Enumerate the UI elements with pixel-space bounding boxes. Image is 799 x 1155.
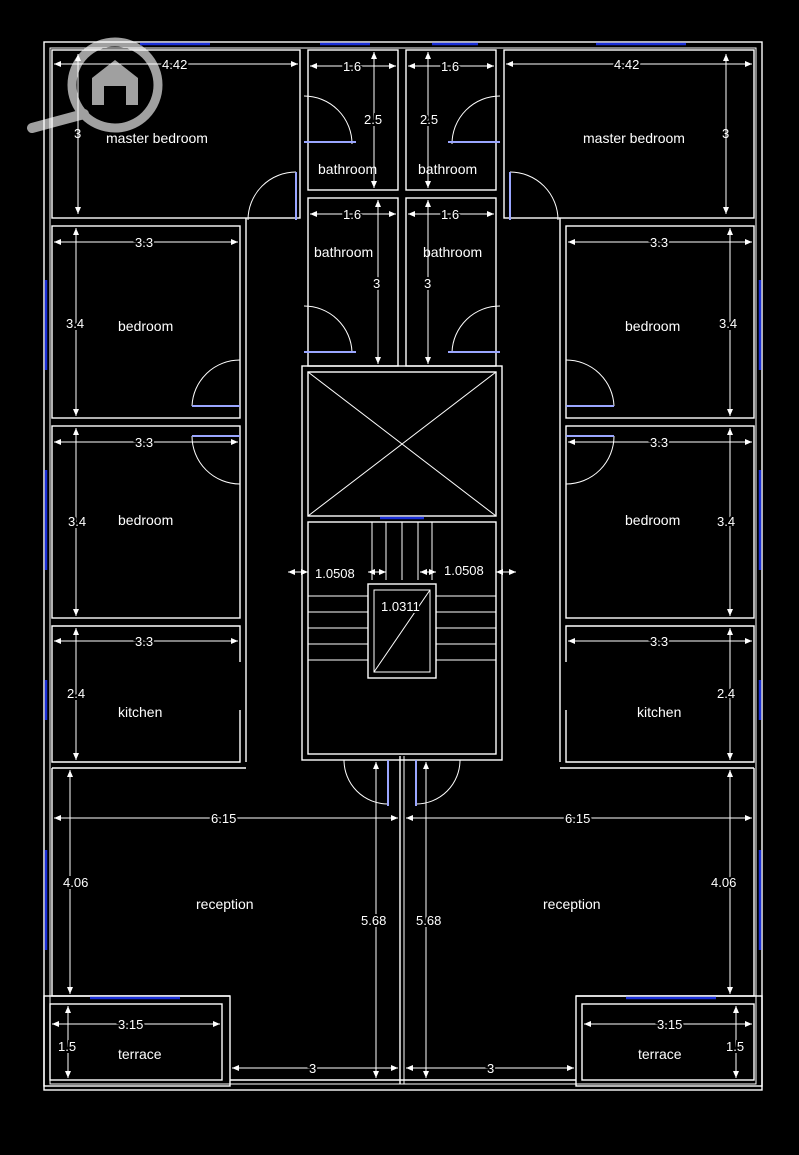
dim-bed2-w-r: 3.3 bbox=[650, 435, 668, 450]
dim-bath-tr-w: 1.6 bbox=[441, 59, 459, 74]
dim-bed2-h-r: 3.4 bbox=[717, 514, 735, 529]
dim-bed1-w-r: 3.3 bbox=[650, 235, 668, 250]
dimension-lines bbox=[52, 52, 752, 1078]
room-label-master-left: master bedroom bbox=[106, 130, 208, 146]
dim-ter-h-l: 1.5 bbox=[58, 1039, 76, 1054]
dim-bath-tl-h: 2.5 bbox=[364, 112, 382, 127]
dim-kit-w-l: 3.3 bbox=[135, 634, 153, 649]
room-label-bed2-right: bedroom bbox=[625, 512, 680, 528]
room-label-bed1-left: bedroom bbox=[118, 318, 173, 334]
room-label-bath-tr: bathroom bbox=[418, 161, 477, 177]
dim-rec-w-r: 6.15 bbox=[565, 811, 590, 826]
dim-rec-h-l: 4.06 bbox=[63, 875, 88, 890]
dim-stair-l: 1.0508 bbox=[315, 566, 355, 581]
room-label-kitchen-right: kitchen bbox=[637, 704, 681, 720]
dim-bed1-w-l: 3.3 bbox=[135, 235, 153, 250]
interior-walls bbox=[43, 49, 763, 1087]
dim-master-h-r: 3 bbox=[722, 126, 729, 141]
outer-walls bbox=[43, 41, 763, 1091]
room-label-bed1-right: bedroom bbox=[625, 318, 680, 334]
dim-rec-w-l: 6.15 bbox=[211, 811, 236, 826]
dim-master-h-l: 3 bbox=[74, 126, 81, 141]
room-label-master-right: master bedroom bbox=[583, 130, 685, 146]
dim-bath-tl-w: 1.6 bbox=[343, 59, 361, 74]
room-label-bath-mr: bathroom bbox=[423, 244, 482, 260]
dim-master-w-l: 4.42 bbox=[162, 57, 187, 72]
dim-rec-h-r: 4.06 bbox=[711, 875, 736, 890]
dim-bath-mr-h: 3 bbox=[424, 276, 431, 291]
room-labels: master bedroom master bedroom bathroom b… bbox=[106, 130, 685, 1062]
dim-bath-mr-w: 1.6 bbox=[441, 207, 459, 222]
room-label-kitchen-left: kitchen bbox=[118, 704, 162, 720]
dim-kit-h-r: 2.4 bbox=[717, 686, 735, 701]
dim-ter-h-r: 1.5 bbox=[726, 1039, 744, 1054]
dim-master-w-r: 4.42 bbox=[614, 57, 639, 72]
dim-bed2-h-l: 3.4 bbox=[68, 514, 86, 529]
room-label-terrace-right: terrace bbox=[638, 1046, 682, 1062]
dim-bed2-w-l: 3.3 bbox=[135, 435, 153, 450]
dimension-values: 4.42 3 4.42 3 1.6 2.5 1.6 2.5 1.6 3 1.6 … bbox=[56, 55, 746, 1078]
room-label-reception-right: reception bbox=[543, 896, 601, 912]
dim-stair-r: 1.0508 bbox=[444, 563, 484, 578]
room-label-bed2-left: bedroom bbox=[118, 512, 173, 528]
doors bbox=[191, 95, 615, 806]
dim-bath-tr-h: 2.5 bbox=[420, 112, 438, 127]
dim-bed1-h-r: 3.4 bbox=[719, 316, 737, 331]
dim-bed1-h-l: 3.4 bbox=[66, 316, 84, 331]
dim-bath-ml-h: 3 bbox=[373, 276, 380, 291]
dim-bath-ml-w: 1.6 bbox=[343, 207, 361, 222]
dim-ter-w-r: 3.15 bbox=[657, 1017, 682, 1032]
dim-gap-r: 3 bbox=[487, 1061, 494, 1076]
dim-kit-h-l: 2.4 bbox=[67, 686, 85, 701]
dim-kit-w-r: 3.3 bbox=[650, 634, 668, 649]
dim-corr-r: 5.68 bbox=[416, 913, 441, 928]
dim-ter-w-l: 3.15 bbox=[118, 1017, 143, 1032]
room-label-bath-tl: bathroom bbox=[318, 161, 377, 177]
windows bbox=[44, 42, 762, 1000]
room-label-reception-left: reception bbox=[196, 896, 254, 912]
room-label-terrace-left: terrace bbox=[118, 1046, 162, 1062]
dim-stair-c: 1.0311 bbox=[381, 599, 420, 614]
dim-corr-l: 5.68 bbox=[361, 913, 386, 928]
search-home-icon bbox=[27, 37, 163, 133]
room-label-bath-ml: bathroom bbox=[314, 244, 373, 260]
dim-gap-l: 3 bbox=[309, 1061, 316, 1076]
